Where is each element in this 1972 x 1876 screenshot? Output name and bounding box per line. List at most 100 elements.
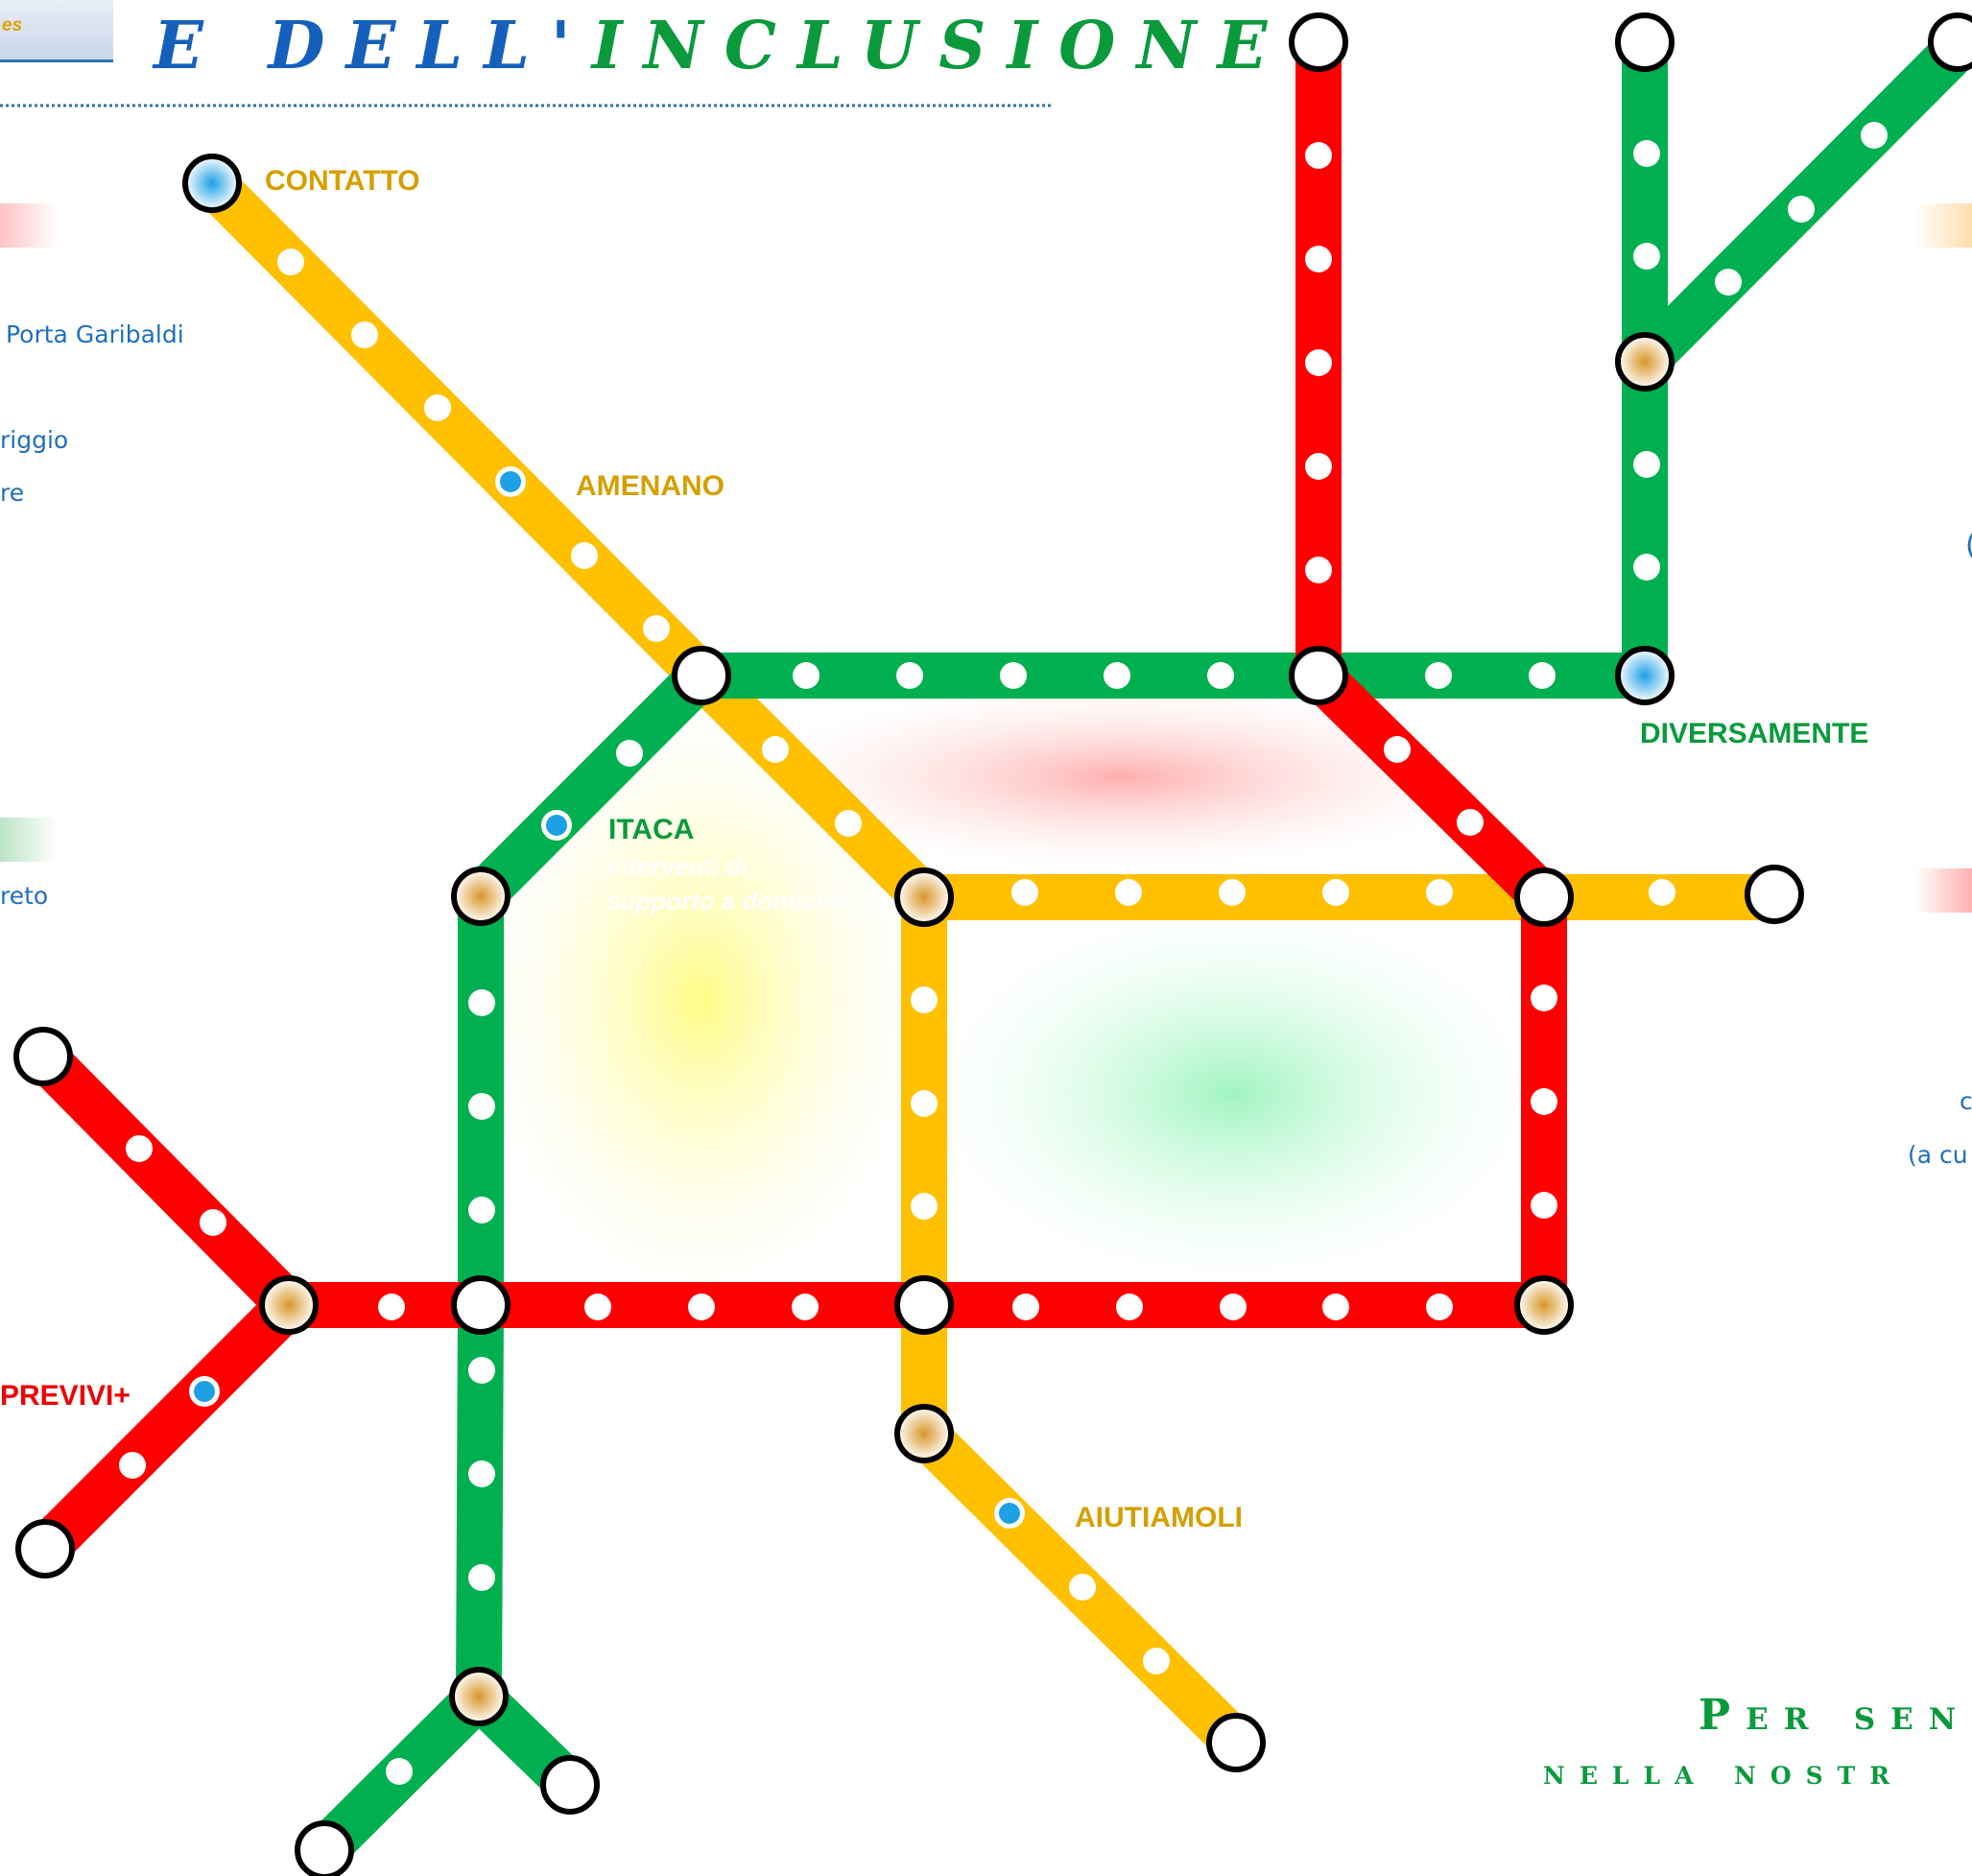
line-dot — [1861, 122, 1888, 149]
line-dot — [1220, 1294, 1247, 1320]
line-dots — [119, 122, 1888, 1785]
station-terminus — [295, 1820, 354, 1876]
station-interchange — [1615, 332, 1675, 392]
label-aiutiamoli: AIUTIAMOLI — [1075, 1502, 1243, 1533]
left-note-1: Porta Garibaldi — [6, 321, 184, 348]
line-dot — [1425, 662, 1452, 689]
stop-dot — [546, 815, 567, 836]
line-dot — [1012, 1294, 1039, 1320]
right-red-blush — [1914, 868, 1972, 913]
station-terminus — [1928, 12, 1972, 72]
line-dot — [1633, 140, 1660, 167]
line-dot — [688, 1294, 715, 1320]
station-terminus — [540, 1755, 600, 1815]
line-dot — [911, 1193, 938, 1220]
station-junction — [1514, 867, 1574, 927]
header-tab[interactable]: es — [0, 0, 113, 62]
right-note-3: (a cu — [1908, 1141, 1968, 1169]
line-dot — [1322, 879, 1349, 906]
line-red-segment — [20, 1033, 312, 1328]
line-dot — [1788, 196, 1815, 223]
line-dot — [792, 1294, 819, 1320]
header-tab-text: es — [2, 15, 23, 36]
line-dot — [1115, 879, 1142, 906]
line-dot — [1457, 809, 1484, 836]
station-junction — [894, 1275, 954, 1335]
line-dot — [468, 1564, 495, 1591]
line-dot — [643, 615, 670, 642]
title-part-2: INCLUSIONE — [591, 8, 1289, 84]
right-note-1: ( — [1965, 529, 1972, 562]
line-dot — [378, 1294, 405, 1320]
station-interchange — [894, 1404, 954, 1463]
line-dot — [1305, 453, 1332, 480]
line-dot — [584, 1294, 611, 1320]
station-interchange — [259, 1275, 319, 1335]
line-dot — [1633, 451, 1660, 478]
line-dot — [1069, 1574, 1096, 1601]
station-contatto — [182, 154, 242, 213]
station-interchange — [894, 867, 954, 927]
station-terminus — [1206, 1713, 1266, 1772]
line-dot — [1426, 1294, 1453, 1320]
line-dot — [1384, 736, 1411, 763]
line-dot — [571, 542, 598, 569]
label-contatto: CONTATTO — [265, 165, 420, 197]
line-dot — [468, 1357, 495, 1384]
line-dot — [1305, 557, 1332, 583]
line-dot — [1322, 1294, 1349, 1320]
line-dot — [386, 1758, 413, 1785]
line-dot — [1633, 243, 1660, 270]
area-fills — [480, 686, 1540, 1295]
line-dot — [200, 1209, 226, 1236]
line-dot — [1531, 985, 1557, 1011]
footer-line-2: nella nostr — [1543, 1752, 1905, 1793]
line-dot — [1305, 349, 1332, 376]
stations — [13, 12, 1972, 1876]
title-part-1: E DELL' — [154, 8, 592, 84]
line-dot — [468, 1197, 495, 1223]
left-red-blush — [0, 203, 58, 248]
label-diversamente: DIVERSAMENTE — [1640, 718, 1869, 749]
line-green-segment — [458, 653, 725, 919]
line-dot — [277, 249, 304, 275]
station-terminus — [1289, 12, 1348, 72]
line-dot — [1104, 662, 1130, 689]
line-dot — [468, 1460, 495, 1487]
stop-dot — [500, 471, 521, 492]
station-interchange — [1514, 1275, 1574, 1335]
label-previvi: PREVIVI+ — [0, 1380, 131, 1412]
line-dot — [1219, 879, 1246, 906]
line-dot — [616, 740, 643, 767]
line-dot — [424, 394, 451, 421]
station-terminus — [1615, 12, 1675, 72]
line-red-segment — [22, 1282, 312, 1572]
line-dot — [835, 810, 862, 837]
left-green-blush — [0, 818, 58, 862]
label-amenano: AMENANO — [576, 470, 725, 502]
line-dot — [896, 662, 923, 689]
footer-line-1: Per sen — [1699, 1691, 1972, 1740]
line-dot — [126, 1135, 153, 1162]
line-red-segment — [1295, 653, 1567, 920]
station-terminus — [1745, 865, 1804, 924]
line-dot — [1633, 554, 1660, 581]
station-interchange — [451, 867, 511, 926]
line-dot — [1649, 879, 1675, 906]
line-dot — [1305, 142, 1332, 169]
station-interchange — [449, 1667, 509, 1726]
line-dot — [1000, 662, 1027, 689]
stop-dot — [194, 1381, 215, 1402]
stop-dot — [999, 1503, 1020, 1524]
right-note-2: c — [1960, 1087, 1972, 1115]
label-itaca: ITACA — [608, 814, 695, 845]
left-note-3: re — [0, 479, 25, 507]
station-junction — [672, 646, 731, 705]
station-junction — [1289, 646, 1348, 705]
right-orange-blush — [1914, 203, 1972, 248]
line-dot — [1116, 1294, 1143, 1320]
line-dot — [468, 1093, 495, 1120]
line-dot — [1531, 1192, 1557, 1219]
